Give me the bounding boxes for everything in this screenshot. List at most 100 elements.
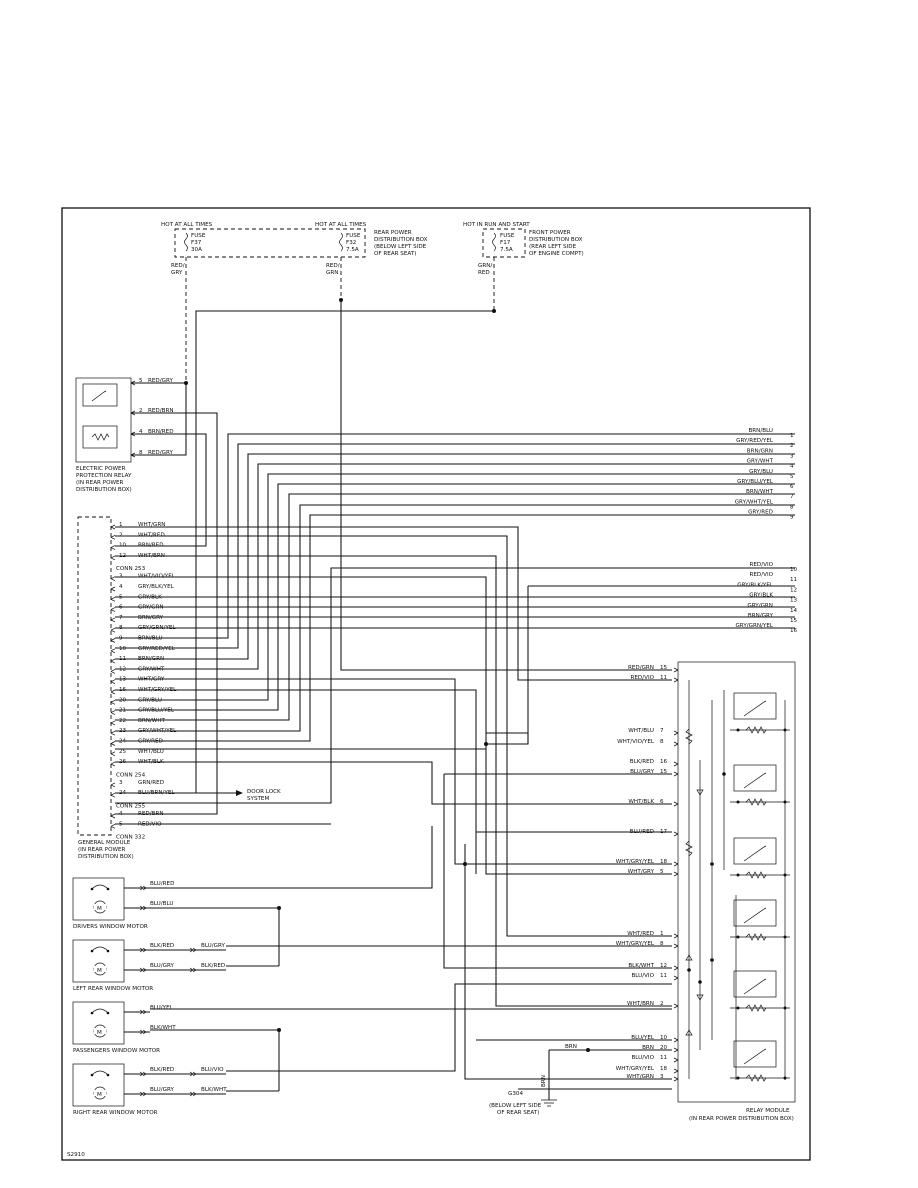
- gm-wire-label: WHT/GRY: [138, 677, 165, 683]
- motor-wire-2: BLU/BLU: [150, 901, 173, 907]
- diagram-id: S2910: [67, 1152, 85, 1158]
- relay-module: RELAY MODULE (IN REAR POWER DISTRIBUTION…: [616, 661, 796, 1122]
- gm-pin-connector: [110, 813, 116, 819]
- rm-pin-connector: [673, 861, 679, 867]
- gm-pin-connector: [110, 679, 116, 685]
- rm-pin-number: 8: [660, 941, 664, 947]
- right-pin-number: 3: [790, 453, 794, 459]
- fuse1-header: HOT AT ALL TIMES: [161, 222, 213, 228]
- rm-pin-number: 11: [660, 1055, 668, 1061]
- motor-caption: DRIVERS WINDOW MOTOR: [73, 924, 148, 930]
- rm-pin-connector: [673, 1057, 679, 1063]
- rm-pin-number: 11: [660, 973, 668, 979]
- rm-pin-connector: [673, 1003, 679, 1009]
- rm-pin-connector: [673, 871, 679, 877]
- motor-symbol: M: [97, 968, 102, 974]
- gm-pin-connector: [110, 720, 116, 726]
- right-wire-label: GRY/BLK: [749, 593, 773, 599]
- fuse3-wire-a: GRN/: [478, 263, 492, 269]
- right-pin-number: 10: [790, 567, 798, 573]
- gm-pin-connector: [110, 741, 116, 746]
- right-wire-label: BRN/GRN: [747, 448, 773, 454]
- rm-wire-label: WHT/RED: [627, 931, 654, 937]
- motor-caption: LEFT REAR WINDOW MOTOR: [73, 986, 153, 992]
- rm-pin-connector: [673, 667, 679, 673]
- relay-wire1: RED/GRY: [148, 378, 173, 384]
- rm-pin-number: 8: [660, 739, 664, 745]
- gm-pin-connector: [110, 730, 116, 736]
- fuse2-line2: F32: [346, 240, 356, 246]
- fuse1-line3: 30A: [191, 247, 202, 253]
- rear-box-note2: DISTRIBUTION BOX: [374, 237, 428, 243]
- gm-pin-connector: [110, 823, 116, 829]
- gm-pin-connector: [110, 751, 116, 757]
- right-pin-number: 8: [790, 504, 794, 510]
- gm-pin-number: 1: [119, 522, 123, 528]
- motor-symbol: M: [97, 1030, 102, 1036]
- fuse1-line2: F37: [191, 240, 202, 246]
- relay-cap3: (IN REAR POWER: [76, 480, 124, 486]
- rm-pin-connector: [673, 1037, 679, 1043]
- right-wire-label: BRN/WHT: [746, 489, 774, 495]
- gm-conn-label: CONN 254: [116, 772, 146, 778]
- gm-pin-number: 22: [119, 718, 126, 724]
- rm-cap1: RELAY MODULE: [746, 1108, 790, 1114]
- gm-wire-label: RED/BRN: [138, 811, 164, 817]
- rm-pin-number: 15: [660, 769, 668, 775]
- right-mid-labels: RED/VIO10RED/VIO11GRY/BLK/YEL12GRY/BLK13…: [735, 562, 797, 634]
- fuse3-line2: F17: [500, 240, 511, 246]
- right-wire-label: GRY/WHT: [747, 459, 774, 465]
- gm-pin-number: 3: [119, 780, 123, 786]
- motor-wire-1b: BLU/GRY: [201, 943, 226, 949]
- ground-wire: BRN: [565, 1044, 577, 1050]
- gm-pin-connector: [110, 648, 116, 654]
- motor-wire-1b: BLU/VIO: [201, 1067, 224, 1073]
- door-lock-1: DOOR LOCK: [247, 789, 281, 795]
- rm-wire-label: WHT/GRY: [628, 869, 655, 875]
- rm-pin-connector: [673, 677, 679, 683]
- gm-wire-label: GRY/RED/YEL: [138, 646, 176, 652]
- right-wire-label: BRN/BLU: [748, 428, 773, 434]
- motor-wire-1: BLK/RED: [150, 943, 174, 949]
- rm-pin-number: 18: [660, 859, 668, 865]
- rm-wire-label: BLK/RED: [630, 759, 654, 765]
- front-box-note1: FRONT POWER: [529, 230, 571, 236]
- rm-pin-number: 3: [660, 1074, 664, 1080]
- gm-pin-number: 10: [119, 543, 127, 549]
- power-protection-relay: ELECTRIC POWER PROTECTION RELAY (IN REAR…: [75, 377, 218, 815]
- diagram-frame: [61, 207, 811, 1161]
- rm-pin-number: 7: [660, 728, 664, 734]
- relay-wire4: RED/GRY: [148, 450, 173, 456]
- rear-box-note3: (BELOW LEFT SIDE: [374, 244, 427, 250]
- right-wire-label: GRY/RED/YEL: [736, 438, 774, 444]
- gm-pin-connector: [110, 627, 116, 633]
- relay-cap1: ELECTRIC POWER: [76, 466, 126, 472]
- right-wire-label: GRY/RED: [748, 510, 773, 516]
- gm-wire-label: WHT/GRN: [138, 522, 165, 528]
- rm-pin-connector: [673, 761, 679, 767]
- motor-wire-2: BLU/GRY: [150, 963, 175, 969]
- rm-wire-label: BLU/GRY: [630, 769, 655, 775]
- gm-pin-connector: [110, 669, 116, 674]
- rm-relay: [730, 764, 790, 806]
- general-module: GENERAL MODULE (IN REAR POWER DISTRIBUTI…: [77, 516, 281, 860]
- rm-wire-label: RED/VIO: [631, 675, 655, 681]
- rm-wire-label: WHT/BLU: [628, 728, 654, 734]
- gm-pin-number: 7: [119, 615, 123, 621]
- ground-wire-vert: BRN: [541, 1075, 547, 1087]
- rm-pin-number: 20: [660, 1045, 668, 1051]
- relay-cap2: PROTECTION RELAY: [76, 473, 132, 479]
- motor-wire-1: BLU/RED: [150, 881, 174, 887]
- rm-cap2: (IN REAR POWER DISTRIBUTION BOX): [689, 1116, 794, 1122]
- rm-internal-relays: [730, 692, 790, 1082]
- right-pin-number: 14: [790, 608, 798, 614]
- gm-pin-connector: [110, 555, 116, 561]
- relay-pin1: 5: [139, 378, 143, 384]
- fuse3-line1: FUSE: [500, 233, 515, 239]
- gm-pin-number: 21: [119, 708, 127, 714]
- rm-pin-connector: [673, 1047, 679, 1053]
